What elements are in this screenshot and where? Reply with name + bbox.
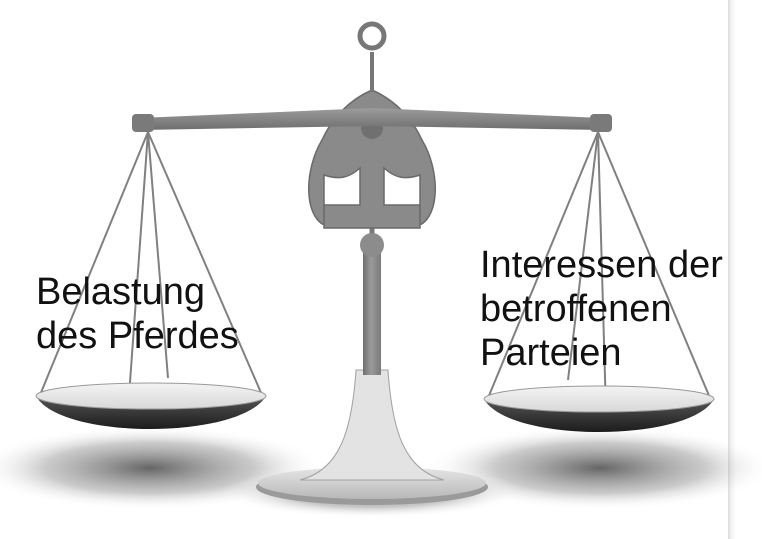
right-label-line-3: Parteien: [480, 331, 723, 375]
right-label-line-1: Interessen der: [480, 243, 723, 287]
left-pan-label: Belastung des Pferdes: [36, 270, 239, 358]
hanging-ring: [360, 24, 384, 92]
beam-end-right: [590, 114, 612, 132]
beam-end-left: [132, 114, 154, 132]
scale-column: [363, 250, 381, 375]
left-pan: [36, 383, 266, 429]
right-label-line-2: betroffenen: [480, 287, 723, 331]
scale-base: [256, 370, 488, 505]
left-label-line-2: des Pferdes: [36, 314, 239, 358]
right-pan-label: Interessen der betroffenen Parteien: [480, 243, 723, 375]
right-pan: [484, 386, 714, 432]
left-label-line-1: Belastung: [36, 270, 239, 314]
